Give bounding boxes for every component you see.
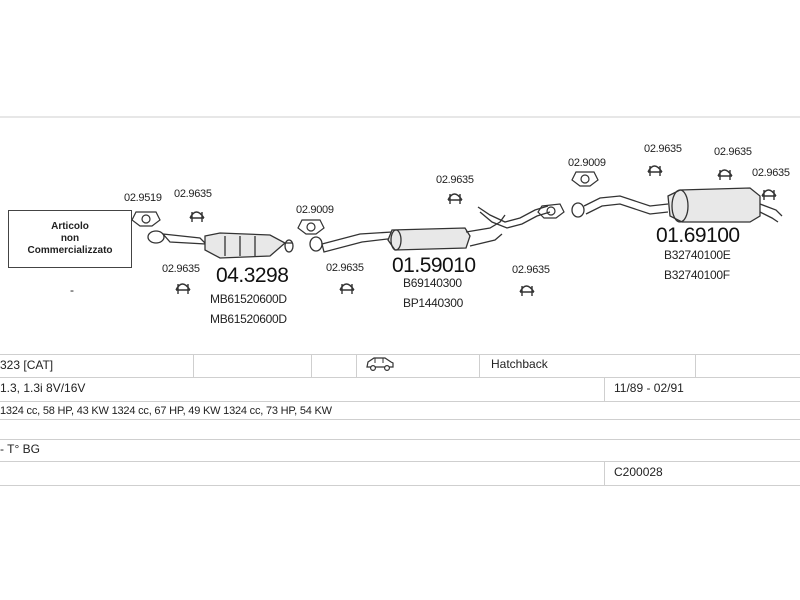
label-clamp-right-1[interactable]: 02.9635 xyxy=(644,143,682,155)
flange-icon xyxy=(537,203,565,219)
not-sold-line1: Articolo xyxy=(51,221,89,232)
table-col-years xyxy=(604,377,605,401)
table-divider-7 xyxy=(0,485,800,486)
rear-silencer-part xyxy=(571,187,783,223)
label-middle-silencer-oem-2: BP1440300 xyxy=(403,296,464,310)
table-divider-3 xyxy=(0,401,800,402)
cell-body-type: Hatchback xyxy=(491,357,548,371)
gasket-mid-icon xyxy=(297,219,325,235)
cell-notes: - T° BG xyxy=(0,442,40,456)
label-catalyst-oem-1: MB61520600D xyxy=(210,292,287,306)
label-clamp-right-bottom[interactable]: 02.9635 xyxy=(512,264,550,276)
clamp-right-3-icon xyxy=(761,189,777,200)
label-middle-silencer-oem-1: B69140300 xyxy=(403,276,462,290)
clamp-left-bottom-icon xyxy=(175,283,191,294)
table-col-4 xyxy=(479,354,480,377)
clamp-right-2-icon xyxy=(717,169,733,180)
gasket-right-icon xyxy=(571,171,599,187)
label-rear-silencer-oem-1: B32740100E xyxy=(664,248,731,262)
clamp-mid-top-icon xyxy=(447,193,463,204)
not-sold-line2: non xyxy=(60,233,80,244)
label-rear-silencer-oem-2: B32740100F xyxy=(664,268,730,282)
catalyst-part xyxy=(147,230,294,259)
label-clamp-mid-top[interactable]: 02.9635 xyxy=(436,174,474,186)
not-sold-dash: - xyxy=(70,283,74,297)
label-clamp-left-top[interactable]: 02.9635 xyxy=(174,188,212,200)
table-divider-5 xyxy=(0,439,800,440)
label-clamp-right-3[interactable]: 02.9635 xyxy=(752,167,790,179)
cell-model: 323 [CAT] xyxy=(0,358,54,372)
car-hatchback-icon xyxy=(365,356,395,375)
table-col-2 xyxy=(311,354,312,377)
label-clamp-mid-bottom[interactable]: 02.9635 xyxy=(326,262,364,274)
cell-power: 1324 cc, 58 HP, 43 KW 1324 cc, 67 HP, 49… xyxy=(0,405,332,417)
label-rear-silencer-number[interactable]: 01.69100 xyxy=(656,224,740,247)
table-divider-6 xyxy=(0,461,800,462)
table-col-3 xyxy=(356,354,357,377)
clamp-mid-bottom-icon xyxy=(339,283,355,294)
table-col-1 xyxy=(193,354,194,377)
cell-engine: 1.3, 1.3i 8V/16V xyxy=(0,381,86,395)
label-catalyst-oem-2: MB61520600D xyxy=(210,312,287,326)
not-sold-box: Articolo non Commercializzato xyxy=(8,210,132,268)
label-gasket-right[interactable]: 02.9009 xyxy=(568,157,606,169)
table-col-5 xyxy=(695,354,696,377)
clamp-left-top-icon xyxy=(189,211,205,222)
not-sold-line3: Commercializzato xyxy=(27,245,113,256)
label-clamp-left-bottom[interactable]: 02.9635 xyxy=(162,263,200,275)
label-middle-silencer-number[interactable]: 01.59010 xyxy=(392,254,476,277)
middle-silencer-part xyxy=(309,205,551,253)
clamp-right-1-icon xyxy=(647,165,663,176)
table-divider-4 xyxy=(0,419,800,420)
label-gasket-left-top[interactable]: 02.9519 xyxy=(124,192,162,204)
gasket-left-icon xyxy=(131,211,161,227)
table-divider-1 xyxy=(0,354,800,355)
cell-code: C200028 xyxy=(614,465,663,479)
clamp-right-bottom-icon xyxy=(519,285,535,296)
cell-years: 11/89 - 02/91 xyxy=(614,381,684,395)
label-clamp-right-2[interactable]: 02.9635 xyxy=(714,146,752,158)
table-col-code xyxy=(604,461,605,485)
label-catalyst-number[interactable]: 04.3298 xyxy=(216,264,289,287)
table-divider-2 xyxy=(0,377,800,378)
label-gasket-mid[interactable]: 02.9009 xyxy=(296,204,334,216)
